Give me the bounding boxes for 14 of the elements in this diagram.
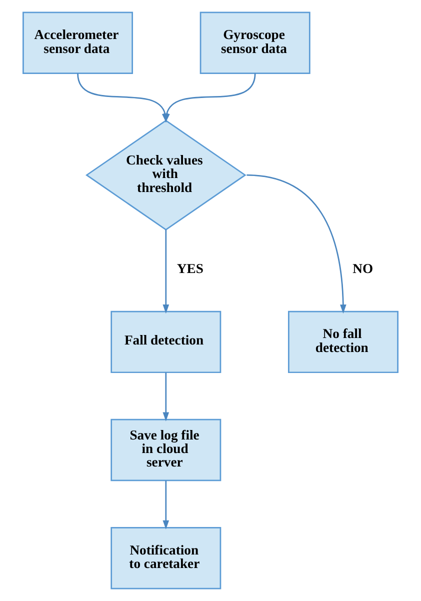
node-box: Notification to caretaker (110, 527, 222, 590)
node-box: Gyroscope sensor data (200, 12, 310, 74)
edge-label: YES (176, 261, 204, 276)
arrow (162, 480, 170, 530)
arrow (162, 372, 170, 422)
node-box: Save log file in cloud server (110, 418, 222, 482)
edge-label: NO (352, 261, 374, 276)
arrow (164, 73, 256, 123)
arrow (246, 174, 346, 314)
node-box: Fall detection (110, 310, 222, 374)
node-diamond: Check values with threshold (85, 120, 246, 230)
node-box: Accelerometer sensor data (22, 12, 133, 74)
arrow (162, 230, 170, 314)
node-box: No fall detection (288, 310, 398, 374)
